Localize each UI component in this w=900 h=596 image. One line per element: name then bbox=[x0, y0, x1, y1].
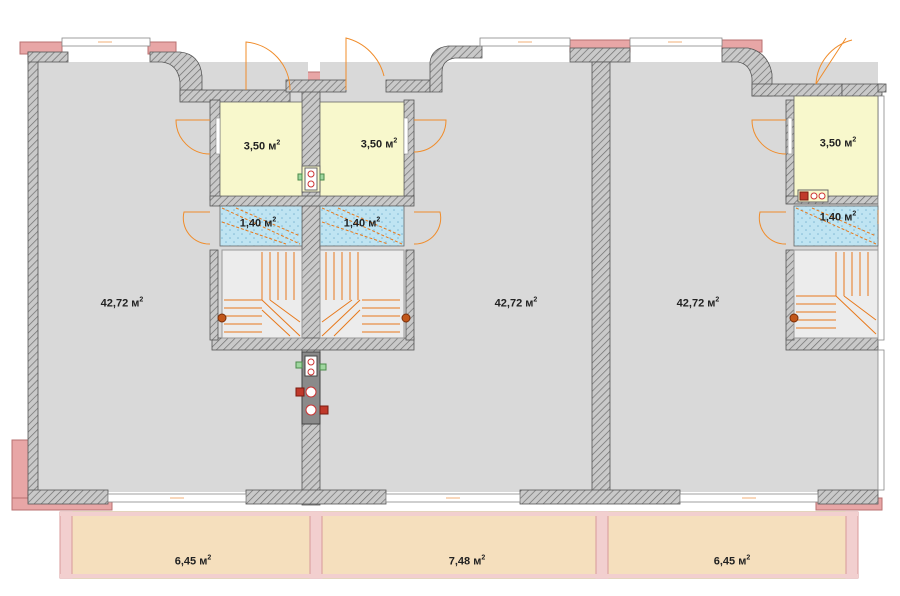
area-label-unit-left: 42,72 м2 bbox=[100, 296, 144, 310]
halls bbox=[219, 205, 879, 247]
terrace-right bbox=[605, 511, 849, 579]
terraces bbox=[59, 511, 859, 579]
vent-shafts bbox=[295, 165, 829, 425]
floors bbox=[38, 62, 878, 492]
area-label-hall-left: 1,40 м2 bbox=[239, 216, 277, 230]
area-label-terrace-mid: 7,48 м2 bbox=[448, 554, 486, 568]
hall-right bbox=[793, 205, 879, 247]
area-label-terrace-right: 6,45 м2 bbox=[713, 554, 751, 568]
area-label-terrace-left: 6,45 м2 bbox=[174, 554, 212, 568]
stairs bbox=[217, 207, 879, 339]
bath-right bbox=[793, 95, 879, 197]
area-label-bath-right: 3,50 м2 bbox=[819, 136, 857, 150]
area-label-unit-right: 42,72 м2 bbox=[676, 296, 720, 310]
walls bbox=[27, 45, 887, 506]
terrace-mid bbox=[319, 511, 599, 579]
bathrooms bbox=[219, 95, 879, 197]
bath-mid bbox=[319, 101, 405, 197]
area-label-bath-mid: 3,50 м2 bbox=[360, 137, 398, 151]
area-label-hall-right: 1,40 м2 bbox=[819, 210, 857, 224]
area-label-bath-left: 3,50 м2 bbox=[243, 139, 281, 153]
doors bbox=[175, 37, 853, 245]
terrace-left bbox=[69, 511, 313, 579]
window-ticks bbox=[98, 41, 879, 499]
bath-left bbox=[219, 101, 303, 197]
area-label-hall-mid: 1,40 м2 bbox=[343, 216, 381, 230]
area-label-unit-mid: 42,72 м2 bbox=[494, 296, 538, 310]
